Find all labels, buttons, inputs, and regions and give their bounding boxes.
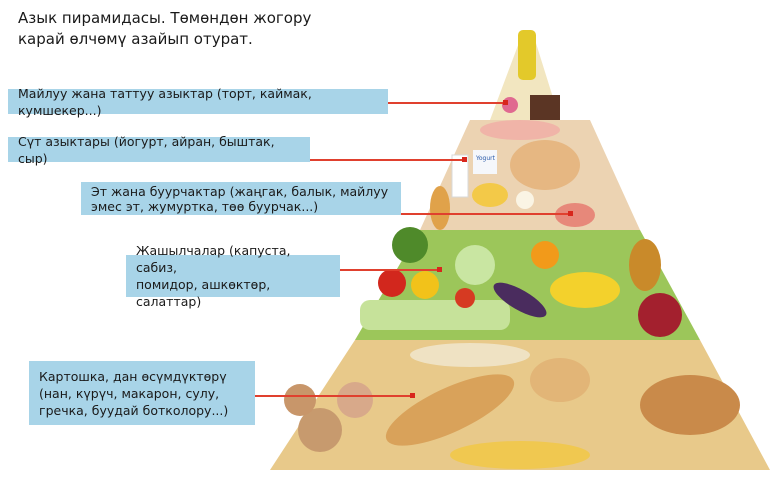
label-line: Эт жана буурчактар (жаңгак, балык, майлу… xyxy=(91,183,389,199)
celery xyxy=(360,300,510,330)
leader-line-meat-beans xyxy=(401,213,571,215)
label-line: эмес эт, жумуртка, төө буурчак...) xyxy=(91,198,319,214)
label-fats-sweets: Майлуу жана таттуу азыктар (торт, каймак… xyxy=(8,86,388,118)
salmon-steak xyxy=(555,203,595,227)
title-line-2: карай өлчөмү азайып отурат. xyxy=(18,30,253,48)
bananas xyxy=(550,272,620,308)
tomato xyxy=(455,288,475,308)
leader-dot xyxy=(437,267,442,272)
leader-dot xyxy=(410,393,415,398)
pineapple xyxy=(629,239,661,291)
yogurt-cup xyxy=(473,150,497,174)
orange xyxy=(531,241,559,269)
label-grains: Картошка, дан өсүмдүктөрү (нан, күрүч, м… xyxy=(29,361,255,425)
leader-dot xyxy=(568,211,573,216)
oil-bottle xyxy=(518,30,536,80)
baguette xyxy=(430,186,450,230)
leader-dot xyxy=(503,100,508,105)
leader-dot xyxy=(462,157,467,162)
leader-line-fats-sweets xyxy=(388,102,506,104)
label-line: Картошка, дан өсүмдүктөрү xyxy=(39,368,227,384)
label-line: (нан, күрүч, макарон, сулу, xyxy=(39,385,220,401)
chocolate xyxy=(530,95,560,120)
eggplant xyxy=(493,282,547,318)
label-meat-beans: Эт жана буурчактар (жаңгак, балык, майлу… xyxy=(81,182,401,215)
label-line: помидор, ашкөктөр, салаттар) xyxy=(136,277,271,309)
cheese xyxy=(472,183,508,207)
chicken xyxy=(510,140,580,190)
potato xyxy=(298,408,342,452)
label-line: Сүт азыктары (йогурт, айран, быштак, сыр… xyxy=(18,133,275,166)
label-dairy: Сүт азыктары (йогурт, айран, быштак, сыр… xyxy=(8,134,310,166)
yellow-pepper xyxy=(411,271,439,299)
egg xyxy=(516,191,534,209)
broccoli xyxy=(392,227,428,263)
pasta xyxy=(450,441,590,469)
fish xyxy=(480,120,560,140)
potato xyxy=(337,382,373,418)
rice xyxy=(410,343,530,367)
bread-loaf xyxy=(385,374,515,446)
leader-line-vegetables xyxy=(340,269,440,271)
title-line-1: Азык пирамидасы. Төмөндөн жогору xyxy=(18,9,312,27)
bread-bun xyxy=(530,358,590,402)
potato xyxy=(284,384,316,416)
infographic-title: Азык пирамидасы. Төмөндөн жогору карай ө… xyxy=(18,8,311,50)
label-line: Майлуу жана таттуу азыктар (торт, каймак… xyxy=(18,85,312,118)
label-vegetables: Жашылчалар (капуста, сабиз, помидор, ашк… xyxy=(126,243,340,309)
red-pepper xyxy=(378,269,406,297)
cabbage xyxy=(455,245,495,285)
leader-line-grains xyxy=(255,395,413,397)
grapes xyxy=(638,293,682,337)
bread-sliced xyxy=(640,375,740,435)
milk-glass xyxy=(451,154,469,198)
label-line: гречка, буудай ботколору...) xyxy=(39,402,229,418)
yogurt-label: Yogurt xyxy=(475,155,496,162)
leader-line-dairy xyxy=(310,159,466,161)
label-line: Жашылчалар (капуста, сабиз, xyxy=(136,243,291,275)
